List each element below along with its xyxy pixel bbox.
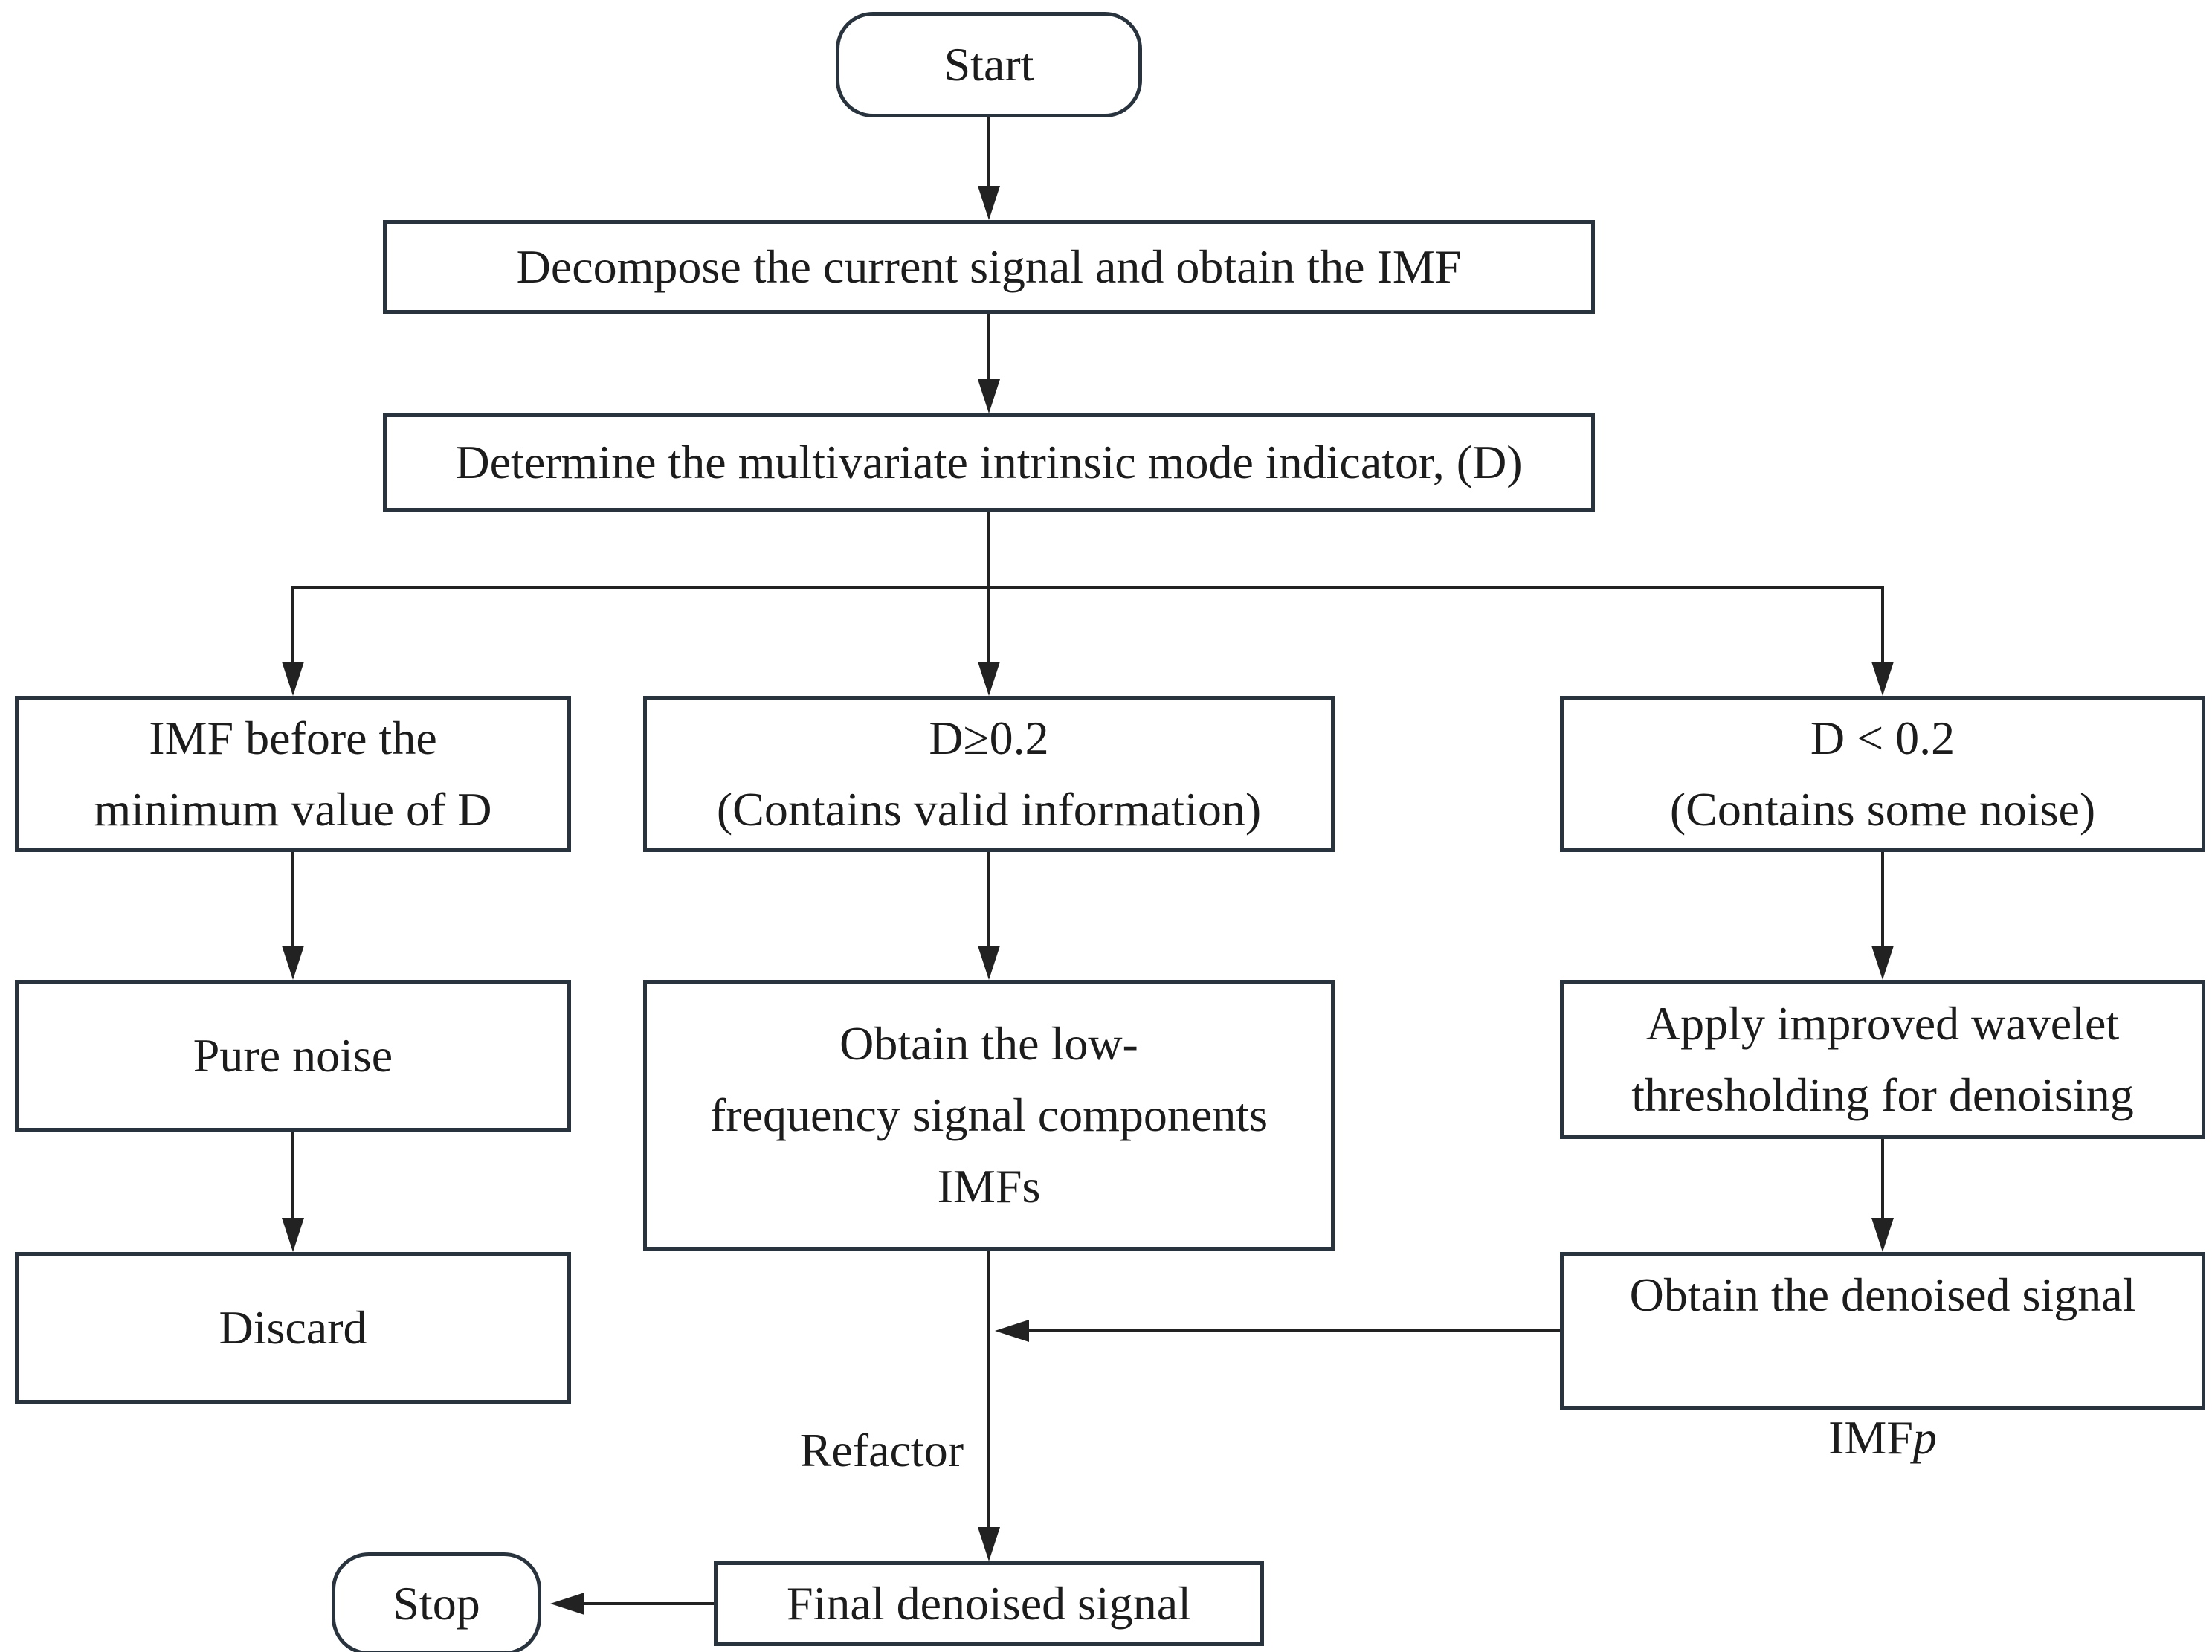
node-obtain-low-label: Obtain the low- frequency signal compone… [710,1017,1268,1213]
node-determine: Determine the multivariate intrinsic mod… [383,413,1595,512]
node-final-label: Final denoised signal [787,1577,1191,1630]
node-pure-noise: Pure noise [15,980,571,1132]
node-obtain-denoised-line1: Obtain the denoised signal [1629,1268,2136,1321]
node-discard: Discard [15,1252,571,1404]
arrow-d-ge-to-obtain-low [978,852,1000,980]
arrow-imf-before-to-pure-noise [282,852,304,980]
edge-label-refactor-text: Refactor [799,1424,964,1477]
edge-label-refactor: Refactor [744,1423,964,1478]
node-stop: Stop [332,1552,541,1652]
arrow-obtain-denoised-to-refactor-line [995,1320,1560,1342]
arrow-determine-to-d-ge [978,512,1000,696]
node-d-lt: D < 0.2 (Contains some noise) [1560,696,2205,852]
arrow-start-to-decompose [978,117,1000,220]
node-d-ge-label: D≥0.2 (Contains valid information) [716,712,1262,836]
arrow-apply-wavelet-to-obtain-denoised [1871,1139,1894,1252]
arrow-final-to-stop [550,1593,714,1615]
node-final: Final denoised signal [714,1561,1264,1646]
arrow-branch-to-imf-before [282,587,304,696]
arrow-refactor-to-final [978,1251,1000,1561]
arrow-decompose-to-determine [978,314,1000,413]
node-imf-before: IMF before the minimum value of D [15,696,571,852]
node-stop-label: Stop [393,1577,480,1630]
node-imf-before-label: IMF before the minimum value of D [94,712,492,836]
node-obtain-denoised-imf: IMF [1828,1411,1913,1464]
node-apply-wavelet: Apply improved wavelet thresholding for … [1560,980,2205,1139]
node-obtain-low: Obtain the low- frequency signal compone… [643,980,1335,1251]
node-decompose: Decompose the current signal and obtain … [383,220,1595,314]
node-start: Start [836,12,1142,117]
node-obtain-denoised-label: Obtain the denoised signal IMFp [1630,1188,2136,1474]
node-start-label: Start [944,38,1034,91]
node-d-lt-label: D < 0.2 (Contains some noise) [1669,712,2096,836]
arrow-branch-to-d-lt [1871,587,1894,696]
node-d-ge: D≥0.2 (Contains valid information) [643,696,1335,852]
node-obtain-denoised: Obtain the denoised signal IMFp [1560,1252,2205,1464]
node-obtain-denoised-p: p [1912,1411,1937,1464]
node-decompose-label: Decompose the current signal and obtain … [516,240,1462,293]
node-pure-noise-label: Pure noise [193,1029,393,1082]
arrow-pure-noise-to-discard [282,1132,304,1252]
arrow-d-lt-to-apply-wavelet [1871,852,1894,980]
node-determine-label: Determine the multivariate intrinsic mod… [455,436,1523,488]
node-discard-label: Discard [219,1301,367,1354]
node-apply-wavelet-label: Apply improved wavelet thresholding for … [1631,997,2134,1121]
